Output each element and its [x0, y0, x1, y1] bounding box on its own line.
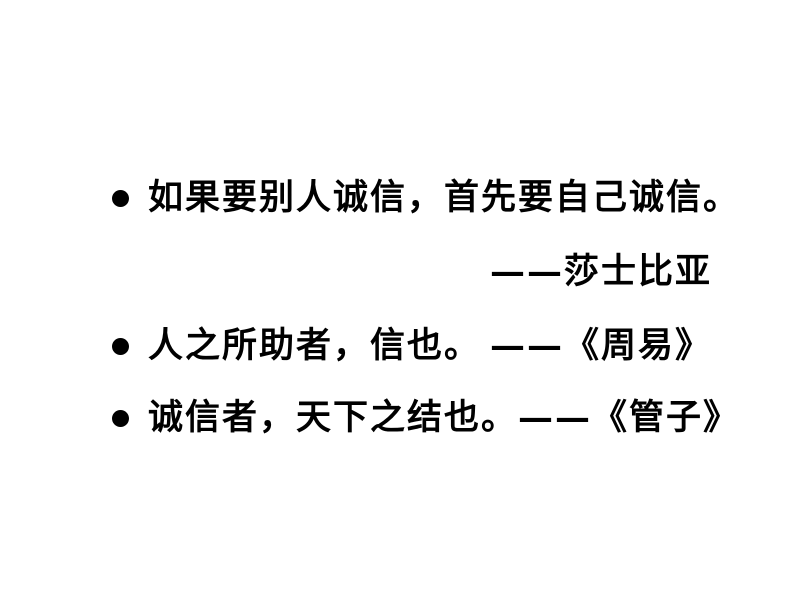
quote-shakespeare-source: ——莎士比亚: [489, 251, 712, 292]
quote-zhouyi-text: 人之所助者，信也。: [148, 325, 482, 366]
quote-guanzi-text: 诚信者，天下之结也。——《管子》: [148, 397, 741, 438]
quote-zhouyi-source: ——《周易》: [489, 325, 712, 366]
bullet-dot-icon: [112, 190, 129, 207]
bullet-dot-icon: [112, 410, 129, 427]
quote-shakespeare-text: 如果要别人诚信，首先要自己诚信。: [148, 177, 741, 218]
bullet-dot-icon: [112, 338, 129, 355]
